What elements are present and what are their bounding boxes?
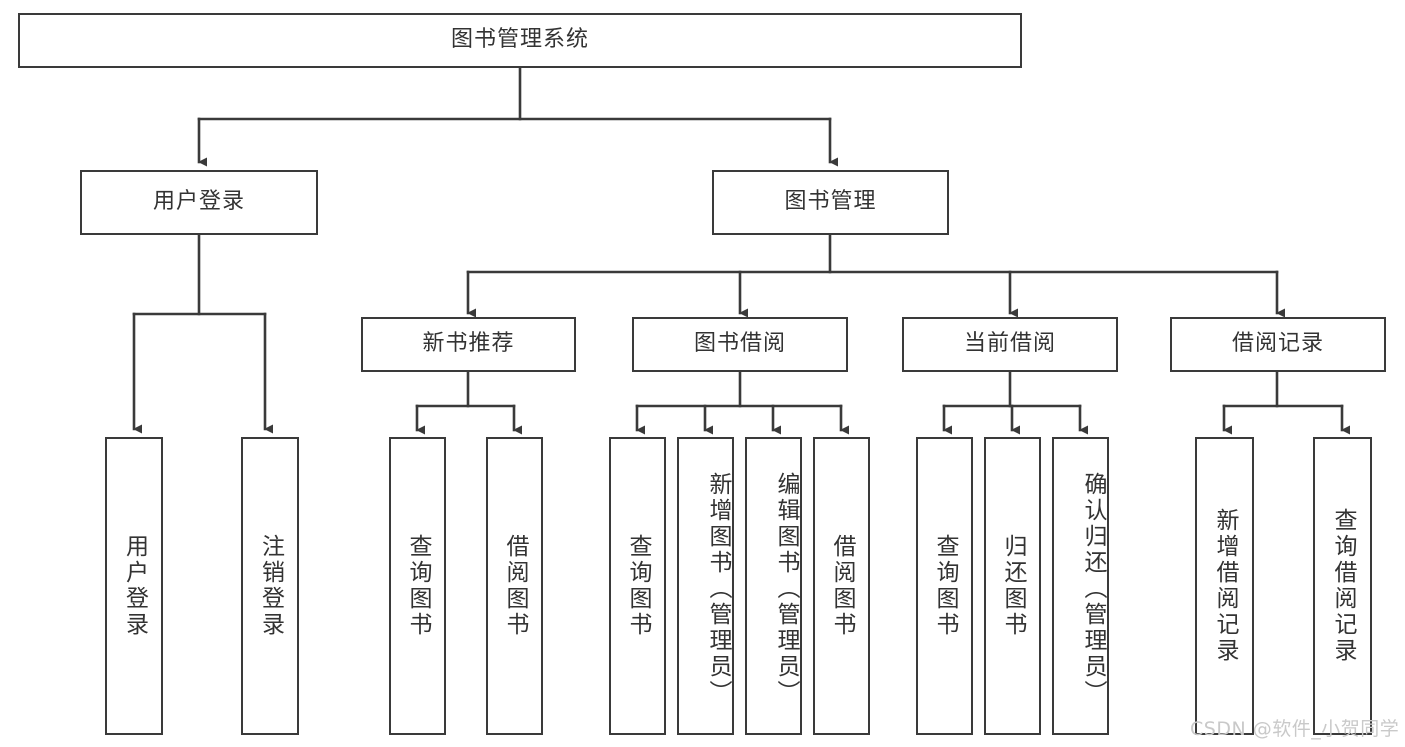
leaf-borrow-record-add[interactable]: 新增借阅记录: [1195, 437, 1254, 735]
leaf-user-login-signin[interactable]: 用户登录: [105, 437, 163, 735]
node-label: 当前借阅: [963, 331, 1056, 357]
leaf-borrow-record-query[interactable]: 查询借阅记录: [1313, 437, 1372, 735]
node-book-management[interactable]: 图书管理: [712, 170, 949, 235]
node-label: 确认归还（管理员）: [1080, 472, 1106, 706]
node-label: 用户登录: [121, 534, 148, 638]
leaf-current-borrow-query[interactable]: 查询图书: [916, 437, 973, 735]
node-label: 查询图书: [624, 534, 651, 638]
node-label: 图书管理: [784, 189, 877, 215]
node-label: 编辑图书（管理员）: [773, 472, 799, 706]
node-book-borrow[interactable]: 图书借阅: [632, 317, 848, 372]
leaf-book-borrow-borrow[interactable]: 借阅图书: [813, 437, 870, 735]
node-label: 查询图书: [404, 534, 431, 638]
leaf-book-borrow-add-admin[interactable]: 新增图书（管理员）: [677, 437, 734, 735]
node-new-book-recommend[interactable]: 新书推荐: [361, 317, 576, 372]
node-current-borrow[interactable]: 当前借阅: [902, 317, 1118, 372]
node-label: 借阅图书: [501, 534, 528, 638]
leaf-book-borrow-edit-admin[interactable]: 编辑图书（管理员）: [745, 437, 802, 735]
node-borrow-record[interactable]: 借阅记录: [1170, 317, 1386, 372]
node-label: 查询借阅记录: [1329, 508, 1356, 664]
node-user-login[interactable]: 用户登录: [80, 170, 318, 235]
node-label: 归还图书: [999, 534, 1026, 638]
leaf-user-login-signout[interactable]: 注销登录: [241, 437, 299, 735]
node-label: 用户登录: [152, 189, 245, 215]
leaf-current-borrow-return[interactable]: 归还图书: [984, 437, 1041, 735]
node-label: 图书管理系统: [450, 27, 589, 53]
node-label: 借阅图书: [828, 534, 855, 638]
node-label: 注销登录: [257, 534, 284, 638]
leaf-current-borrow-confirm-admin[interactable]: 确认归还（管理员）: [1052, 437, 1109, 735]
node-label: 新增图书（管理员）: [705, 472, 731, 706]
node-label: 新书推荐: [422, 331, 515, 357]
node-label: 查询图书: [931, 534, 958, 638]
node-root-book-management-system[interactable]: 图书管理系统: [18, 13, 1022, 68]
node-label: 借阅记录: [1231, 331, 1324, 357]
leaf-new-book-borrow[interactable]: 借阅图书: [486, 437, 543, 735]
leaf-book-borrow-query[interactable]: 查询图书: [609, 437, 666, 735]
node-label: 图书借阅: [693, 331, 786, 357]
leaf-new-book-query[interactable]: 查询图书: [389, 437, 446, 735]
node-label: 新增借阅记录: [1211, 508, 1238, 664]
